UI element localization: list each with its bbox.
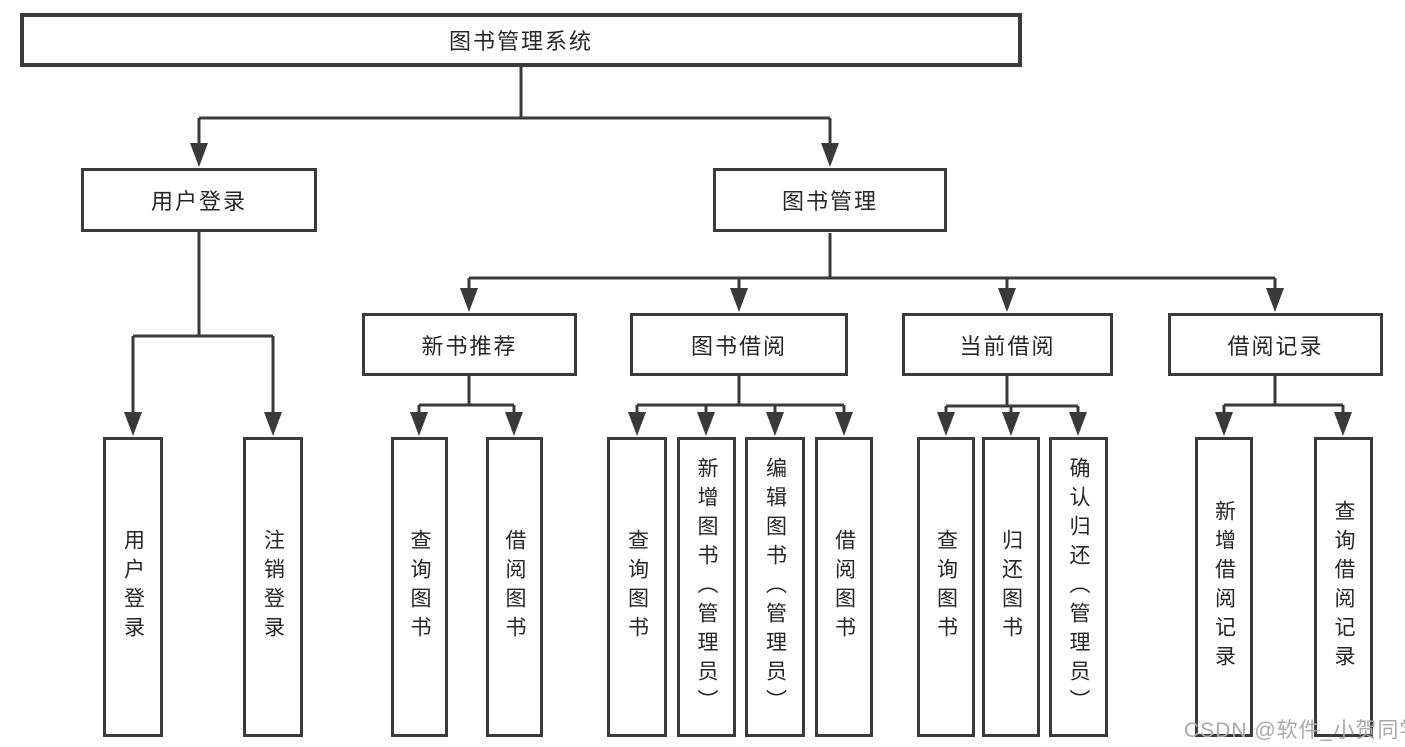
node-book-borrow-label: 图书借阅	[690, 333, 787, 359]
leaf-borrow-book: 借阅图书	[815, 437, 873, 737]
leaf-edit-book-admin: 编辑图书（管理员）	[745, 437, 805, 737]
leaf-recommend-query-book-label: 查询图书	[408, 529, 431, 645]
edge-book-borrow-to-leaves	[635, 376, 846, 415]
leaf-add-book-admin: 新增图书（管理员）	[677, 437, 736, 737]
node-current-borrow: 当前借阅	[902, 313, 1113, 376]
leaf-current-query-book-label: 查询图书	[934, 529, 958, 645]
leaf-user-login: 用户登录	[103, 437, 163, 737]
leaf-recommend-borrow-book: 借阅图书	[486, 437, 543, 737]
edge-root-to-level2	[197, 67, 832, 146]
node-book-management: 图书管理	[713, 168, 947, 232]
leaf-return-book: 归还图书	[982, 437, 1040, 737]
leaf-user-login-label: 用户登录	[121, 529, 145, 645]
leaf-add-book-admin-label: 新增图书（管理员）	[695, 456, 718, 718]
leaf-confirm-return-admin: 确认归还（管理员）	[1049, 437, 1108, 737]
edge-new-book-recommend-to-leaves	[417, 376, 516, 415]
node-book-borrow: 图书借阅	[630, 313, 848, 376]
node-borrow-record-label: 借阅记录	[1227, 333, 1324, 359]
node-current-borrow-label: 当前借阅	[959, 333, 1056, 359]
leaf-confirm-return-admin-label: 确认归还（管理员）	[1067, 456, 1090, 718]
leaf-query-borrow-record: 查询借阅记录	[1314, 437, 1373, 737]
leaf-edit-book-admin-label: 编辑图书（管理员）	[763, 456, 787, 718]
edge-user-login-to-leaves	[131, 231, 275, 415]
leaf-borrow-query-book: 查询图书	[607, 437, 667, 737]
node-book-management-label: 图书管理	[781, 189, 878, 214]
leaf-borrow-book-label: 借阅图书	[832, 529, 856, 645]
node-new-book-recommend: 新书推荐	[362, 313, 577, 376]
node-new-book-recommend-label: 新书推荐	[421, 333, 518, 359]
edge-current-borrow-to-leaves	[944, 376, 1080, 415]
arrowheads	[124, 143, 1352, 436]
node-user-login: 用户登录	[81, 168, 317, 232]
leaf-recommend-query-book: 查询图书	[391, 437, 448, 737]
leaf-current-query-book: 查询图书	[917, 437, 975, 737]
csdn-watermark: CSDN @软件_小贺同学	[1184, 719, 1405, 742]
leaf-borrow-query-book-label: 查询图书	[625, 529, 649, 645]
node-borrow-record: 借阅记录	[1168, 313, 1383, 376]
leaf-logout-label: 注销登录	[261, 529, 285, 645]
node-user-login-label: 用户登录	[150, 189, 247, 214]
leaf-return-book-label: 归还图书	[999, 529, 1023, 645]
leaf-query-borrow-record-label: 查询借阅记录	[1332, 500, 1355, 674]
leaf-add-borrow-record-label: 新增借阅记录	[1212, 500, 1236, 674]
node-root: 图书管理系统	[20, 13, 1022, 67]
node-root-label: 图书管理系统	[448, 29, 593, 54]
edge-book-management-to-sections	[467, 233, 1277, 291]
leaf-recommend-borrow-book-label: 借阅图书	[503, 529, 526, 645]
leaf-add-borrow-record: 新增借阅记录	[1195, 437, 1253, 737]
edge-borrow-record-to-leaves	[1222, 376, 1345, 415]
leaf-logout: 注销登录	[243, 437, 303, 737]
